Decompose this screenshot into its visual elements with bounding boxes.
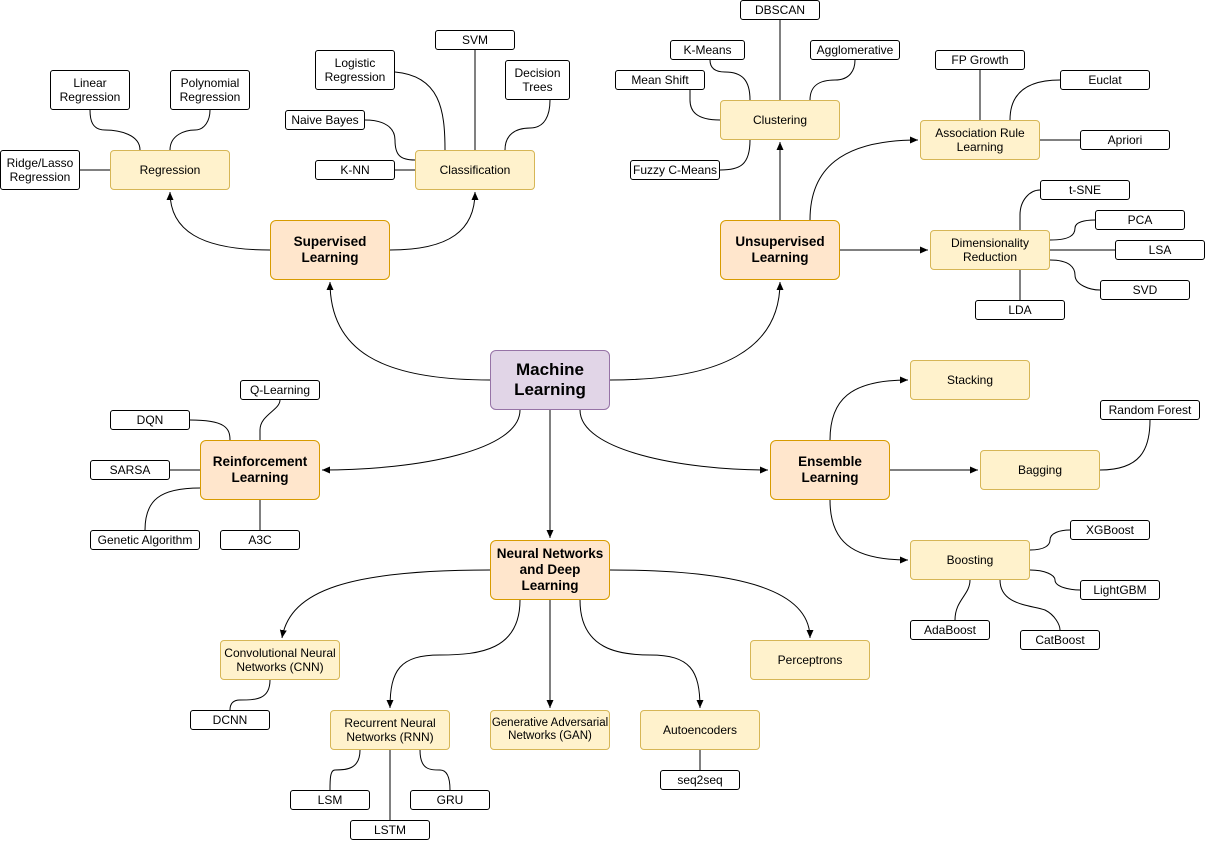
edge-clustering-meanshift bbox=[689, 90, 721, 121]
edge-clustering-agglomerative bbox=[809, 59, 856, 101]
edge-boosting-lightgbm bbox=[1029, 569, 1081, 591]
leaf-sarsa[interactable]: SARSA bbox=[90, 460, 170, 480]
leaf-lsm[interactable]: LSM bbox=[290, 790, 370, 810]
leaf-mean-shift[interactable]: Mean Shift bbox=[615, 70, 705, 90]
edge-nn-perceptrons bbox=[609, 569, 814, 639]
edge-reinforcement-dqn bbox=[189, 419, 231, 441]
node-unsupervised-learning[interactable]: Unsupervised Learning bbox=[720, 220, 840, 280]
node-bagging[interactable]: Bagging bbox=[980, 450, 1100, 490]
edge-boosting-adaboost bbox=[954, 579, 971, 621]
edge-supervised-regression bbox=[166, 191, 271, 251]
edge-dimred-pca bbox=[1049, 219, 1096, 241]
edge-classification-naivebayes bbox=[364, 119, 416, 161]
edge-cnn-dcnn bbox=[229, 679, 271, 711]
edge-ml-reinforcement bbox=[321, 409, 521, 474]
edge-reinforcement-genetic bbox=[144, 487, 201, 531]
leaf-decision-trees[interactable]: Decision Trees bbox=[505, 60, 570, 100]
leaf-dbscan[interactable]: DBSCAN bbox=[740, 0, 820, 20]
node-boosting[interactable]: Boosting bbox=[910, 540, 1030, 580]
leaf-xgboost[interactable]: XGBoost bbox=[1070, 520, 1150, 540]
leaf-q-learning[interactable]: Q-Learning bbox=[240, 380, 320, 400]
leaf-lda[interactable]: LDA bbox=[975, 300, 1065, 320]
leaf-euclat[interactable]: Euclat bbox=[1060, 70, 1150, 90]
edge-classification-trees bbox=[504, 99, 551, 151]
leaf-linear-regression[interactable]: Linear Regression bbox=[50, 70, 130, 110]
node-stacking[interactable]: Stacking bbox=[910, 360, 1030, 400]
node-neural-networks[interactable]: Neural Networks and Deep Learning bbox=[490, 540, 610, 600]
leaf-lightgbm[interactable]: LightGBM bbox=[1080, 580, 1160, 600]
leaf-agglomerative[interactable]: Agglomerative bbox=[810, 40, 900, 60]
node-association-rule-learning[interactable]: Association Rule Learning bbox=[920, 120, 1040, 160]
edge-bagging-randomforest bbox=[1099, 419, 1151, 471]
leaf-fp-growth[interactable]: FP Growth bbox=[935, 50, 1025, 70]
edge-rnn-gru bbox=[419, 749, 451, 791]
edge-nn-cnn bbox=[279, 569, 491, 639]
node-machine-learning[interactable]: Machine Learning bbox=[490, 350, 610, 410]
leaf-svd[interactable]: SVD bbox=[1100, 280, 1190, 300]
edge-ml-unsupervised bbox=[609, 281, 784, 381]
leaf-naive-bayes[interactable]: Naive Bayes bbox=[285, 110, 365, 130]
node-classification[interactable]: Classification bbox=[415, 150, 535, 190]
edge-rnn-lsm bbox=[329, 749, 361, 791]
edge-ml-ensemble bbox=[579, 409, 769, 474]
node-supervised-learning[interactable]: Supervised Learning bbox=[270, 220, 390, 280]
edge-regression-polynomial bbox=[169, 109, 211, 151]
node-ensemble-learning[interactable]: Ensemble Learning bbox=[770, 440, 890, 500]
leaf-polynomial-regression[interactable]: Polynomial Regression bbox=[170, 70, 250, 110]
node-gan[interactable]: Generative Adversarial Networks (GAN) bbox=[490, 710, 610, 750]
node-rnn[interactable]: Recurrent Neural Networks (RNN) bbox=[330, 710, 450, 750]
node-regression[interactable]: Regression bbox=[110, 150, 230, 190]
leaf-kmeans[interactable]: K-Means bbox=[670, 40, 745, 60]
leaf-fuzzy-c-means[interactable]: Fuzzy C-Means bbox=[630, 160, 720, 180]
edge-ensemble-stacking bbox=[829, 376, 909, 441]
edge-dimred-tsne bbox=[1019, 189, 1041, 230]
edge-clustering-kmeans bbox=[709, 59, 751, 101]
edge-classification-logistic bbox=[394, 71, 446, 151]
leaf-a3c[interactable]: A3C bbox=[220, 530, 300, 550]
edge-association-euclat bbox=[1009, 79, 1061, 121]
leaf-pca[interactable]: PCA bbox=[1095, 210, 1185, 230]
leaf-svm[interactable]: SVM bbox=[435, 30, 515, 50]
leaf-ridge-lasso-regression[interactable]: Ridge/Lasso Regression bbox=[0, 150, 80, 190]
leaf-lsa[interactable]: LSA bbox=[1115, 240, 1205, 260]
leaf-adaboost[interactable]: AdaBoost bbox=[910, 620, 990, 640]
edge-boosting-catboost bbox=[999, 579, 1061, 631]
edge-clustering-fuzzy bbox=[719, 139, 751, 171]
edge-reinforcement-qlearning bbox=[259, 399, 281, 440]
node-reinforcement-learning[interactable]: Reinforcement Learning bbox=[200, 440, 320, 500]
leaf-knn[interactable]: K-NN bbox=[315, 160, 395, 180]
leaf-logistic-regression[interactable]: Logistic Regression bbox=[315, 50, 395, 90]
edge-boosting-xgboost bbox=[1029, 529, 1071, 551]
leaf-genetic-algorithm[interactable]: Genetic Algorithm bbox=[90, 530, 200, 550]
edge-regression-linear bbox=[89, 109, 141, 151]
leaf-tsne[interactable]: t-SNE bbox=[1040, 180, 1130, 200]
edge-ml-supervised bbox=[326, 281, 491, 381]
leaf-gru[interactable]: GRU bbox=[410, 790, 490, 810]
edge-nn-autoencoders bbox=[579, 599, 704, 709]
leaf-catboost[interactable]: CatBoost bbox=[1020, 630, 1100, 650]
leaf-dcnn[interactable]: DCNN bbox=[190, 710, 270, 730]
edge-dimred-svd bbox=[1049, 259, 1101, 291]
leaf-dqn[interactable]: DQN bbox=[110, 410, 190, 430]
node-cnn[interactable]: Convolutional Neural Networks (CNN) bbox=[220, 640, 340, 680]
leaf-apriori[interactable]: Apriori bbox=[1080, 130, 1170, 150]
edge-ensemble-boosting bbox=[829, 499, 909, 564]
edge-supervised-classification bbox=[389, 191, 479, 251]
leaf-lstm[interactable]: LSTM bbox=[350, 820, 430, 840]
leaf-random-forest[interactable]: Random Forest bbox=[1100, 400, 1200, 420]
node-autoencoders[interactable]: Autoencoders bbox=[640, 710, 760, 750]
node-clustering[interactable]: Clustering bbox=[720, 100, 840, 140]
edge-nn-rnn bbox=[386, 599, 521, 709]
edge-unsupervised-association bbox=[809, 136, 919, 221]
node-dimensionality-reduction[interactable]: Dimensionality Reduction bbox=[930, 230, 1050, 270]
leaf-seq2seq[interactable]: seq2seq bbox=[660, 770, 740, 790]
node-perceptrons[interactable]: Perceptrons bbox=[750, 640, 870, 680]
